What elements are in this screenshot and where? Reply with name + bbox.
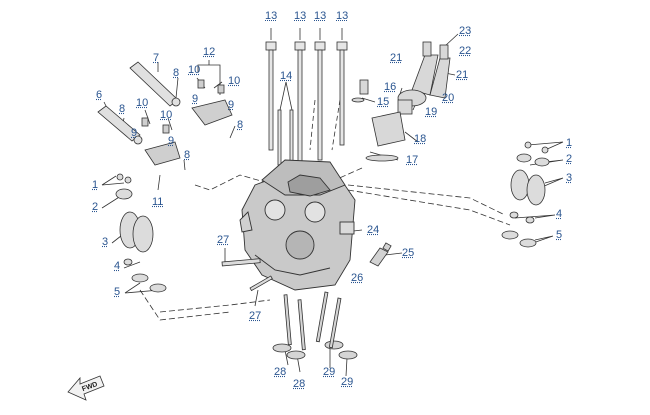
callout-8[interactable]: 8 (119, 103, 126, 115)
callout-10[interactable]: 10 (188, 64, 201, 76)
callout-28[interactable]: 28 (293, 378, 306, 390)
callout-27[interactable]: 27 (217, 234, 230, 246)
callout-3[interactable]: 3 (102, 236, 109, 248)
callout-19[interactable]: 19 (425, 106, 438, 118)
callout-21[interactable]: 21 (456, 69, 469, 81)
callout-13[interactable]: 13 (265, 10, 278, 22)
callout-24[interactable]: 24 (367, 224, 380, 236)
callout-21[interactable]: 21 (390, 52, 403, 64)
callout-29[interactable]: 29 (323, 366, 336, 378)
callout-7[interactable]: 7 (153, 52, 160, 64)
callout-6[interactable]: 6 (96, 89, 103, 101)
callout-20[interactable]: 20 (442, 92, 455, 104)
callout-29[interactable]: 29 (341, 376, 354, 388)
callout-2[interactable]: 2 (92, 201, 99, 213)
callout-11[interactable]: 11 (152, 196, 164, 208)
callout-13[interactable]: 13 (336, 10, 349, 22)
fwd-arrow-icon: FWD (67, 375, 105, 401)
callout-1[interactable]: 1 (566, 137, 573, 149)
callout-28[interactable]: 28 (274, 366, 287, 378)
callout-5[interactable]: 5 (556, 229, 563, 241)
callout-8[interactable]: 8 (184, 149, 191, 161)
callout-10[interactable]: 10 (160, 109, 173, 121)
callout-9[interactable]: 9 (131, 127, 138, 139)
callout-12[interactable]: 12 (203, 46, 216, 58)
callout-8[interactable]: 8 (237, 119, 244, 131)
callout-9[interactable]: 9 (192, 93, 199, 105)
callout-25[interactable]: 25 (402, 247, 415, 259)
callout-18[interactable]: 18 (414, 133, 427, 145)
callout-2[interactable]: 2 (566, 153, 573, 165)
callout-22[interactable]: 22 (459, 45, 472, 57)
callout-13[interactable]: 13 (294, 10, 307, 22)
callout-1[interactable]: 1 (92, 179, 99, 191)
callout-13[interactable]: 13 (314, 10, 327, 22)
callout-9[interactable]: 9 (228, 99, 235, 111)
callout-17[interactable]: 17 (406, 154, 419, 166)
callout-8[interactable]: 8 (173, 67, 180, 79)
callout-10[interactable]: 10 (228, 75, 241, 87)
callout-3[interactable]: 3 (566, 172, 573, 184)
callout-26[interactable]: 26 (351, 272, 364, 284)
callout-15[interactable]: 15 (377, 96, 390, 108)
callout-27[interactable]: 27 (249, 310, 262, 322)
callout-9[interactable]: 9 (168, 135, 175, 147)
callout-23[interactable]: 23 (459, 25, 472, 37)
callout-16[interactable]: 16 (384, 81, 397, 93)
callout-14[interactable]: 14 (280, 70, 293, 82)
callout-4[interactable]: 4 (556, 208, 563, 220)
callout-4[interactable]: 4 (114, 260, 121, 272)
callout-5[interactable]: 5 (114, 286, 121, 298)
callout-10[interactable]: 10 (136, 97, 149, 109)
